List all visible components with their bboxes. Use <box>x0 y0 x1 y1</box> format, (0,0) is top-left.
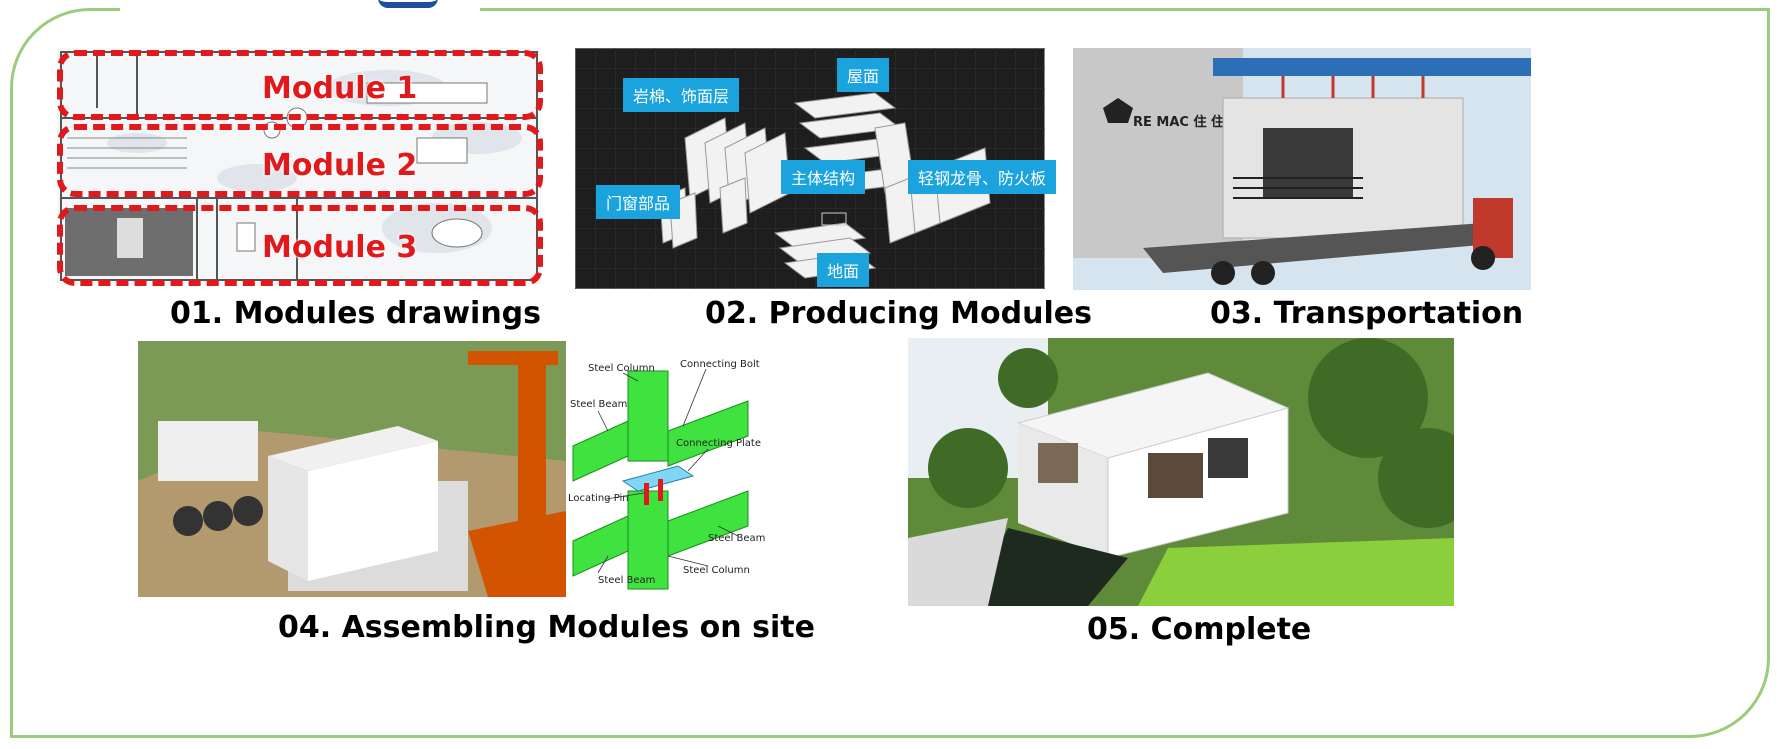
tag-roof: 屋面 <box>837 58 890 92</box>
label-steel-beam-bottom: Steel Beam <box>598 575 655 586</box>
transportation-panel: RE MAC 住 住 工 <box>1073 48 1531 290</box>
tag-door-window: 门窗部品 <box>596 185 681 219</box>
finished-house-illustration <box>908 338 1454 606</box>
cropped-title-fragment <box>338 0 458 14</box>
module-3-label: Module 3 <box>262 230 418 265</box>
tag-floor: 地面 <box>817 253 870 287</box>
steel-connection-diagram: Steel Column Connecting Bolt Steel Beam … <box>568 341 766 597</box>
module-2-outline <box>57 124 543 197</box>
module-1-label: Module 1 <box>262 71 418 106</box>
caption-producing-modules: 02. Producing Modules <box>705 296 1092 331</box>
tag-rockwool-finish: 岩棉、饰面层 <box>623 78 740 112</box>
caption-transportation: 03. Transportation <box>1210 296 1524 331</box>
label-steel-column-bottom: Steel Column <box>683 565 750 576</box>
caption-modules-drawings: 01. Modules drawings <box>170 296 542 331</box>
caption-complete: 05. Complete <box>1087 612 1312 647</box>
module-2-label: Module 2 <box>262 148 418 183</box>
factory-sign: RE MAC 住 住 工 <box>1133 114 1242 130</box>
outer-frame <box>10 8 1770 738</box>
label-steel-beam-left: Steel Beam <box>570 399 627 410</box>
connection-detail-panel: Steel Column Connecting Bolt Steel Beam … <box>568 341 766 597</box>
label-locating-pin: Locating Pin <box>568 493 629 504</box>
module-3-outline <box>57 205 543 286</box>
truck-transport-illustration: RE MAC 住 住 工 <box>1073 48 1531 290</box>
complete-house-panel <box>908 338 1454 606</box>
caption-assembling-modules: 04. Assembling Modules on site <box>278 610 815 645</box>
modules-drawing-panel <box>57 48 541 284</box>
label-connecting-plate: Connecting Plate <box>676 438 761 449</box>
tag-main-structure: 主体结构 <box>781 160 866 194</box>
site-assembly-panel <box>138 341 566 597</box>
tag-light-steel-keel: 轻钢龙骨、防火板 <box>908 160 1057 194</box>
label-steel-beam-right: Steel Beam <box>708 533 765 544</box>
label-connecting-bolt: Connecting Bolt <box>680 359 760 370</box>
crane-assembly-illustration <box>138 341 566 597</box>
floor-plan-drawing <box>57 48 541 284</box>
label-steel-column-top: Steel Column <box>588 363 655 374</box>
module-1-outline <box>57 50 543 120</box>
